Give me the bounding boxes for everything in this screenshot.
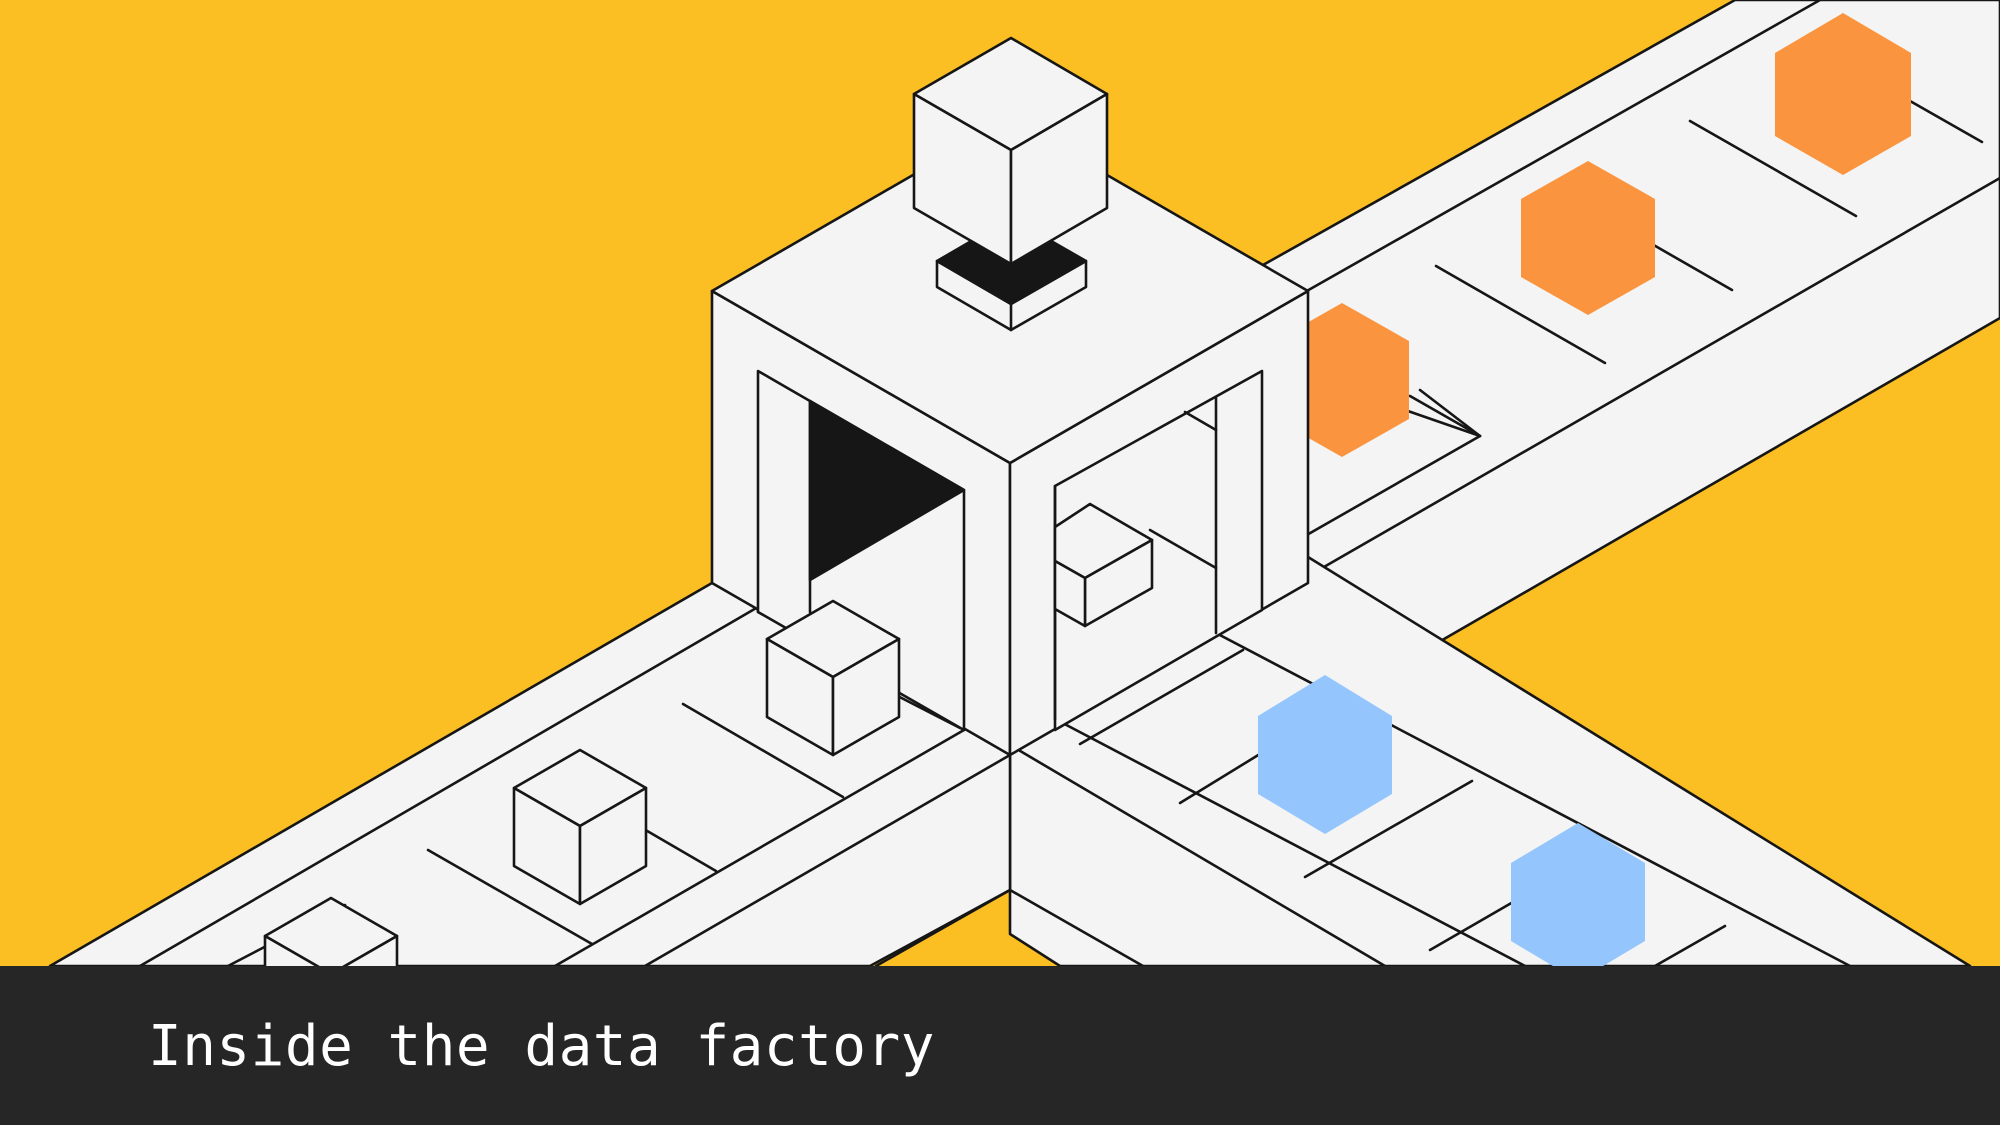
- upper-right-conveyor-divider: [1403, 408, 1482, 438]
- banner-caption: Inside the data factory: [148, 1014, 935, 1079]
- right-doorway-slat: [1148, 528, 1218, 570]
- left-conveyor-rail: [553, 728, 966, 968]
- left-conveyor-rail: [643, 753, 1012, 968]
- upper-right-conveyor-inner-edge: [1303, 0, 1822, 294]
- right-doorway-slat: [1183, 410, 1218, 432]
- orange-hexagon: [1775, 13, 1911, 175]
- lower-right-conveyor-slat: [1078, 648, 1245, 746]
- lower-right-conveyor-slat: [1653, 924, 1727, 968]
- input-cube: [765, 599, 901, 757]
- blue-hexagon: [1511, 823, 1645, 981]
- upper-right-conveyor: [1261, 0, 2000, 652]
- input-cube: [512, 748, 648, 906]
- left-conveyor-slat: [681, 702, 845, 799]
- roof-cube: [912, 36, 1109, 266]
- factory-building: [710, 36, 1310, 757]
- upper-right-conveyor-rail: [1308, 176, 2000, 577]
- upper-right-conveyor-slat: [1434, 264, 1607, 365]
- blue-hexagon: [1258, 675, 1392, 834]
- lower-right-conveyor-rail: [1008, 743, 1387, 968]
- upper-right-conveyor-divider: [1418, 388, 1482, 438]
- left-conveyor-slat: [426, 848, 594, 946]
- upper-right-conveyor-slat: [1303, 434, 1482, 538]
- lower-right-conveyor-slat: [1303, 779, 1474, 879]
- upper-right-conveyor-slat: [1408, 394, 1482, 438]
- upper-right-conveyor-slat: [1688, 119, 1858, 218]
- caption-bar: [0, 966, 2000, 1125]
- left-conveyor-rail: [138, 605, 760, 968]
- left-conveyor-slat: [1008, 888, 1145, 968]
- orange-hexagon: [1521, 161, 1655, 315]
- lower-right-conveyor-rail: [1053, 717, 1527, 968]
- lower-right-conveyor: [1008, 555, 1972, 981]
- doorway-cube: [1053, 502, 1154, 628]
- left-conveyor-slat: [874, 888, 1012, 968]
